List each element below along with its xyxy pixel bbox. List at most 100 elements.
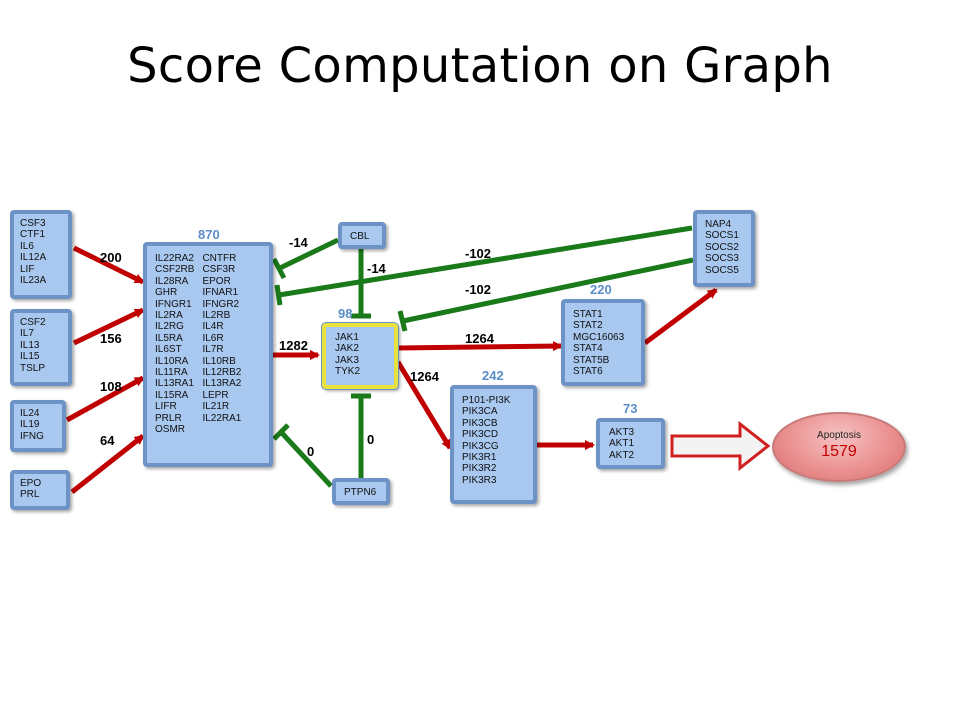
edge-e12 [397,341,563,352]
gene-label: IL12RB2 [202,367,242,379]
gene-label: IL13RA2 [202,378,242,390]
edge-label-e1: 200 [100,250,122,265]
edge-e2 [72,307,145,346]
gene-label: IL4R [202,321,224,333]
gene-label: IL22RA2 [155,253,194,264]
gene-label: AKT2 [609,449,635,461]
gene-label: AKT3 [609,427,635,438]
gene-label: IL6ST [155,344,182,356]
score-stat: 220 [590,282,612,297]
gene-label: IFNG [20,430,44,442]
apoptosis-score: 1579 [821,443,857,460]
edge-label-e13: 1264 [410,369,439,384]
node-apoptosis[interactable]: Apoptosis 1579 [772,412,906,482]
node-stat[interactable]: STAT1 STAT2 MGC16063 STAT4 STAT5B STAT6 [561,299,645,386]
gene-label: IL28RA [155,275,189,287]
gene-label: PIK3CB [462,417,498,429]
gene-label: TSLP [20,362,46,374]
slide-title: Score Computation on Graph [127,38,833,94]
gene-label: PIK3R1 [462,452,497,464]
gene-label: LIFR [155,401,177,413]
edge-label-e9: 1282 [279,338,308,353]
gene-label: IL22RA1 [202,412,242,424]
gene-label: IL2RB [202,310,231,322]
gene-label: IL10RA [155,355,189,367]
edge-label-e7: -102 [465,246,492,261]
gene-label: P101-PI3K [462,395,511,406]
gene-label: NAP4 [705,219,732,230]
gene-label: IL12A [20,252,47,264]
gene-label: MGC16063 [573,331,625,343]
score-receptors: 870 [198,227,220,242]
edge-e5 [271,237,340,280]
edge-e3 [65,375,145,423]
gene-label: IL6R [202,332,224,344]
gene-label: PIK3R3 [462,474,497,486]
gene-label: IFNGR2 [202,298,240,310]
score-pi3k: 242 [482,368,504,383]
gene-label: SOCS2 [705,241,739,253]
gene-label: IL13RA1 [155,378,194,390]
score-jak: 98 [338,306,353,321]
gene-label: CSF2 [20,317,46,328]
gene-label: CBL [350,231,370,242]
edge-label-e8: -102 [465,282,492,297]
gene-label: IL24 [20,408,40,419]
gene-label: TYK2 [335,366,361,378]
gene-label: STAT1 [573,309,603,320]
gene-label: CSF3R [202,264,236,276]
gene-label: SOCS5 [705,264,739,276]
gene-label: CNTFR [202,253,237,264]
gene-label: IL2RG [155,321,184,333]
node-akt[interactable]: AKT3 AKT1 AKT2 [596,418,665,469]
edge-e8 [397,257,694,332]
gene-label: JAK2 [335,343,359,355]
gene-label: CTF1 [20,229,45,241]
gene-label: PRL [20,489,40,501]
node-receptors[interactable]: IL22RA2 CSF2RB IL28RA GHR IFNGR1 IL2RA I… [143,242,273,467]
gene-label: LEPR [202,389,229,401]
apoptosis-label: Apoptosis [817,430,861,441]
node-ptpn6[interactable]: PTPN6 [332,478,390,505]
score-akt: 73 [623,401,638,416]
edge-label-e4: 64 [100,433,115,448]
node-pi3k[interactable]: P101-PI3K PIK3CA PIK3CB PIK3CD PIK3CG PI… [450,385,537,504]
gene-label: PIK3CA [462,406,498,418]
edge-e7 [274,225,693,306]
gene-label: CSF3 [20,218,46,229]
gene-label: EPOR [202,275,231,287]
gene-label: IL21R [202,401,230,413]
gene-label: STAT6 [573,366,603,378]
node-ligands-3[interactable]: IL24 IL19 IFNG [10,400,66,452]
gene-label: AKT1 [609,438,635,450]
node-ligands-2[interactable]: CSF2 IL7 IL13 IL15 TSLP [10,309,72,386]
edge-label-e5: -14 [289,235,308,250]
gene-label: JAK3 [335,354,359,366]
edge-label-e10: 0 [307,444,315,459]
edge-e10 [272,423,333,488]
gene-label: IL19 [20,419,40,431]
edge-e13 [395,360,453,450]
node-socs[interactable]: NAP4 SOCS1 SOCS2 SOCS3 SOCS5 [693,210,755,287]
node-jak[interactable]: JAK1 JAK2 JAK3 TYK2 [321,322,399,390]
gene-label: IFNAR1 [202,287,239,299]
gene-label: STAT5B [573,354,610,366]
node-ligands-4[interactable]: EPO PRL [10,470,70,510]
gene-label: STAT4 [573,343,603,355]
node-ligands-1[interactable]: CSF3 CTF1 IL6 IL12A LIF IL23A [10,210,72,299]
gene-label: IL10RB [202,355,236,367]
gene-label: IL23A [20,275,47,287]
gene-label: IL6 [20,240,34,252]
gene-label: IL13 [20,339,40,351]
edge-e4 [70,434,145,494]
edge-label-e2: 156 [100,331,122,346]
gene-label: IFNGR1 [155,298,192,310]
gene-label: IL2RA [155,310,183,322]
gene-label: IL11RA [155,367,188,379]
edge-e14 [643,287,718,346]
gene-label: PTPN6 [344,487,377,498]
gene-label: PIK3CD [462,429,499,441]
node-cbl[interactable]: CBL [338,222,386,249]
gene-label: JAK1 [335,332,359,343]
